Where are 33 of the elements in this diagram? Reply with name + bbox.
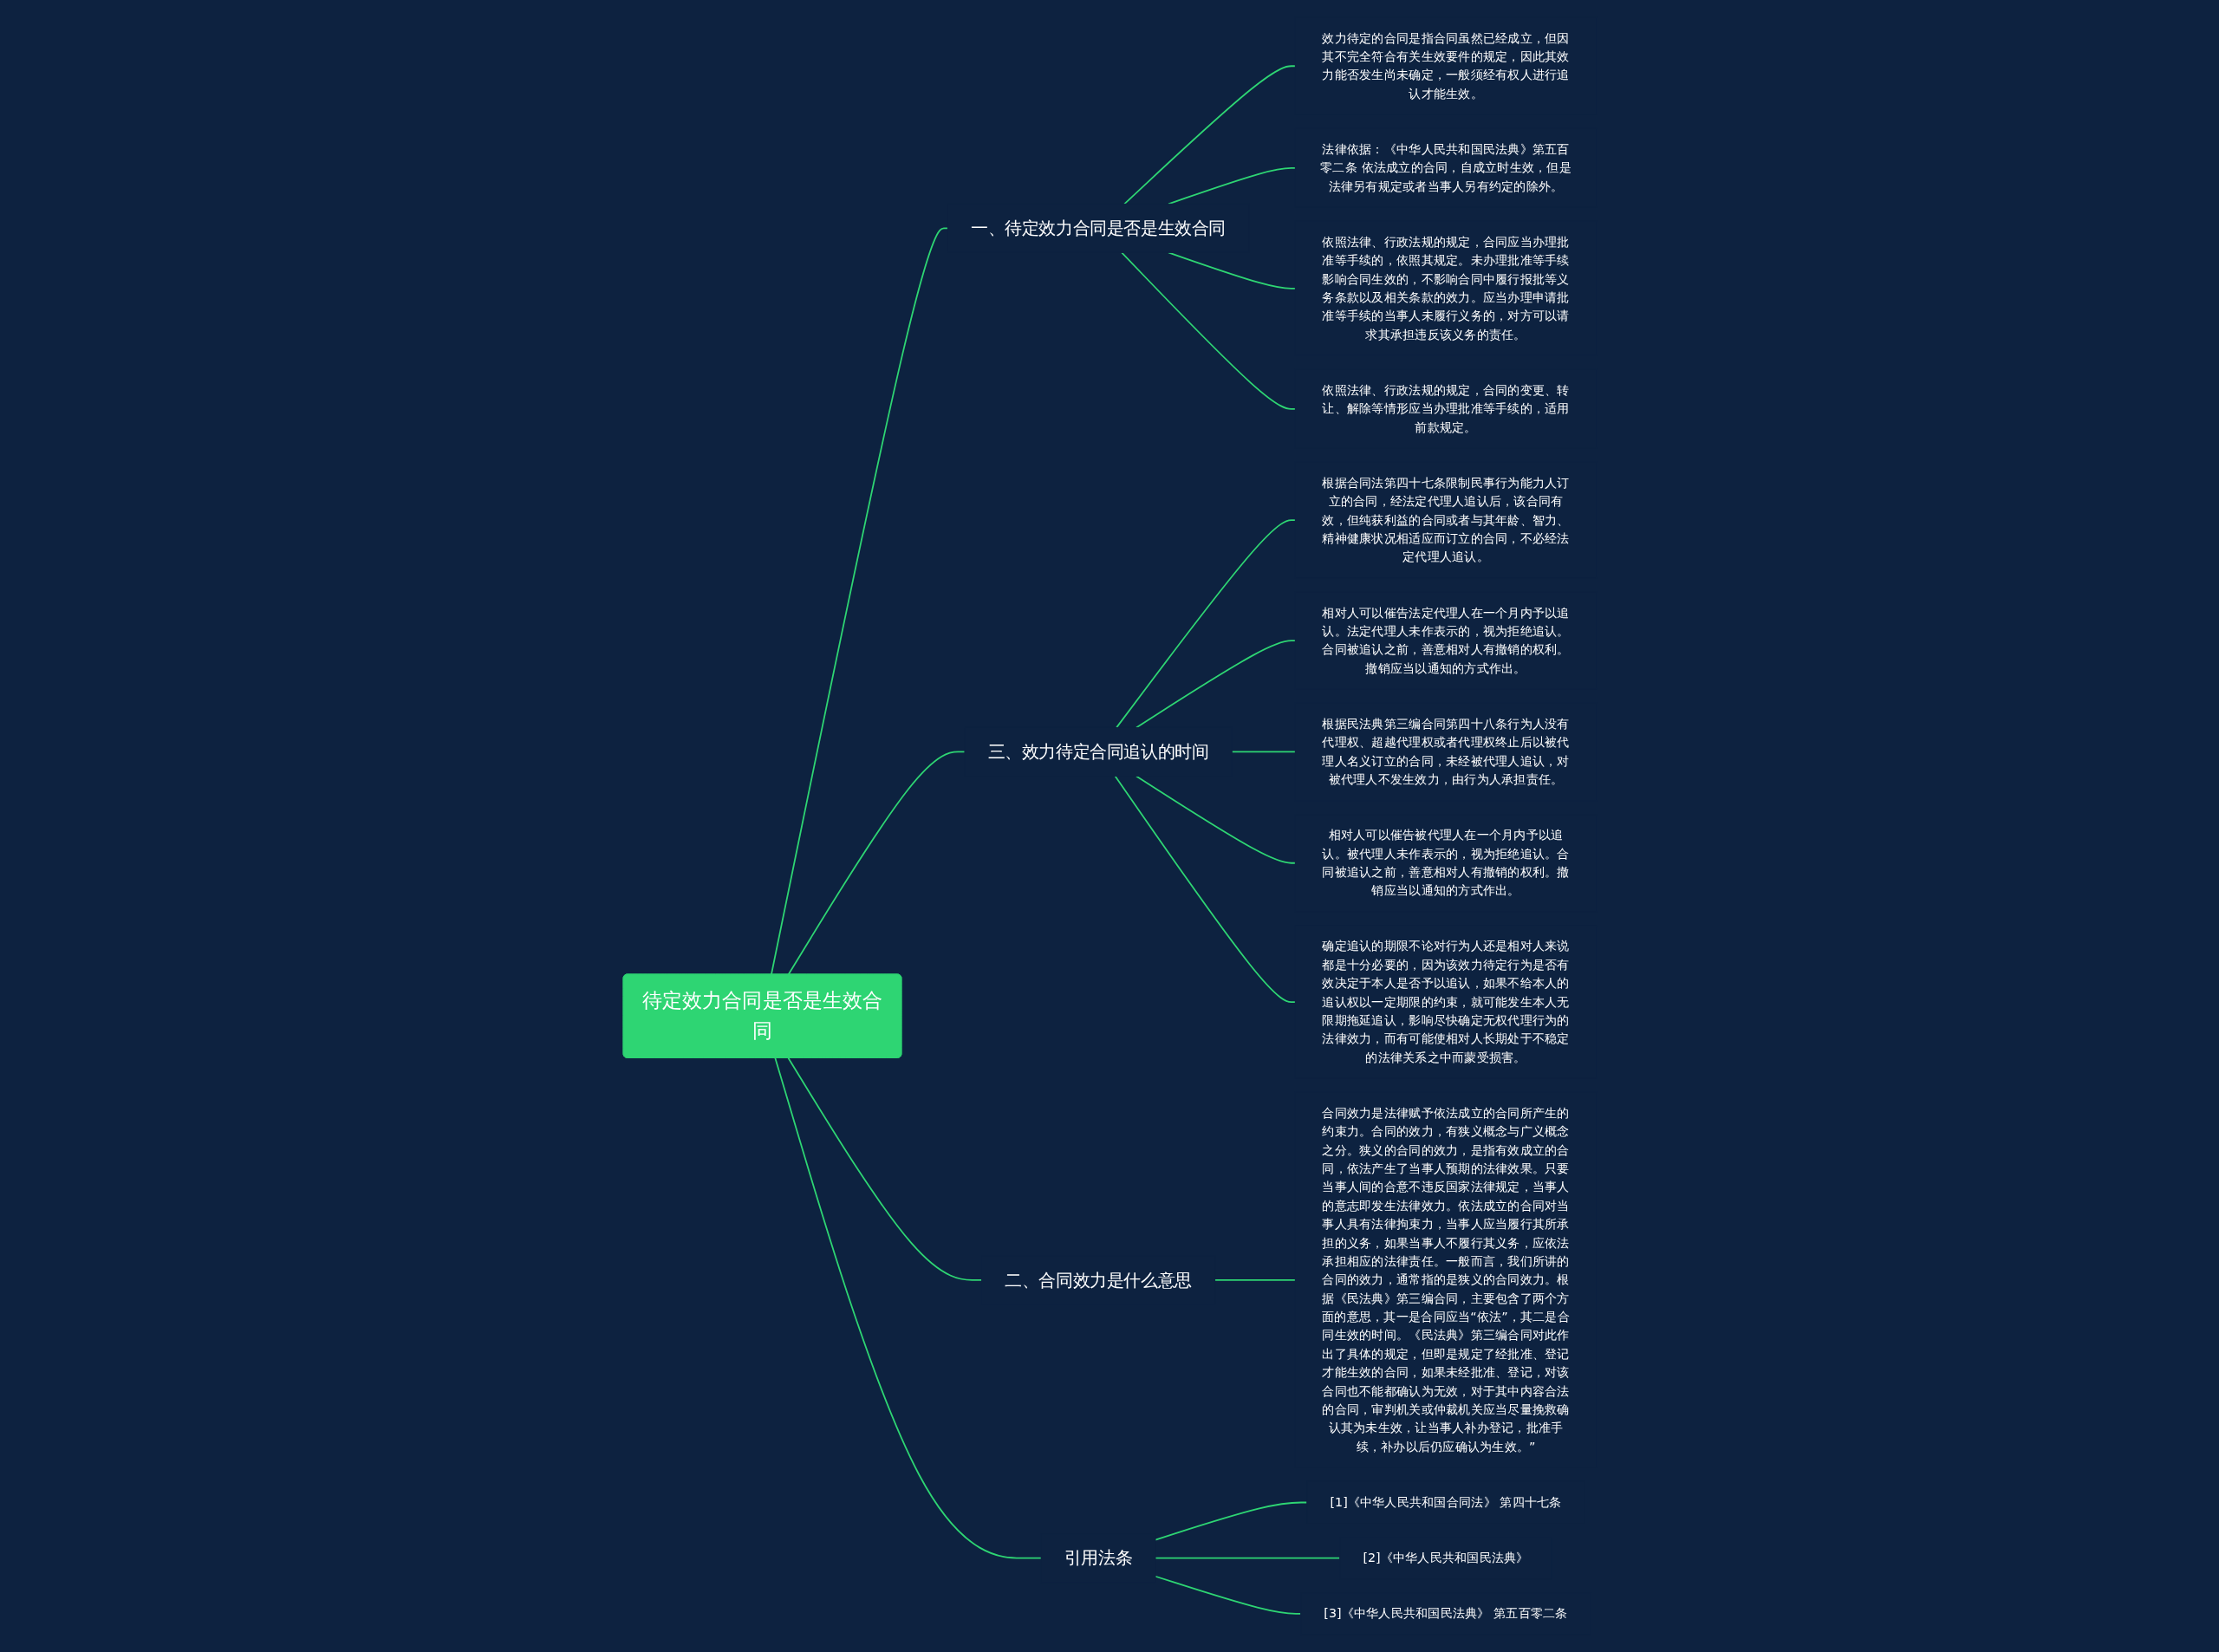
connector [770,227,948,976]
node-text: 依照法律、行政法规的规定，合同的变更、转让、解除等情形应当办理批准等手续的，适用前款规定。 [1322,382,1570,435]
connector [1154,1501,1308,1541]
node-text: 确定追认的期限不论对行为人还是相对人来说都是十分必要的，因为该效力待定行为是否有效决定于本人是否予以追认，如果不给本人的追认权以一定期限的约束，就可能发生本人无限期拖延追认，影响尽快确定无权代理行为的法律效力，而有可能使相对人长期处于不稳定的法律关系之中而蒙受损害。 [1322,939,1570,1065]
connector [1115,519,1296,729]
connector [787,751,966,976]
node-text: 相对人可以催告被代理人在一个月内予以追认。被代理人未作表示的，视为拒绝追认。合同被追认之前，善意相对人有撤销的权利。撤销应当以通知的方式作出。 [1322,827,1570,898]
connector [1114,775,1296,1004]
connector [1154,1575,1302,1615]
node-text: 合同效力是法律赋予依法成立的合同所产生的约束力。合同的效力，有狭义概念与广义概念之分。狭义的合同的效力，是指有效成立的合同，依法产生了当事人预期的法律效果。只要当事人间的合意不违反国家法律规定，当事人的意志即发生法律效力。依法成立的合同对当事人具有法律拘束力，当事人应当履行其所承担的义务，如果当事人不履行其义务，应依法承担相应的法律责任。一般而言，我们所讲的合同的效力，通常指的是狭义的合同效力。根据《民法典》第三编合同，主要包含了两个方面的意思，其一是合同应当“依法”，其二是合同生效的时间。《民法典》第三编合同对此作出了具体的规定，但即是规定了经批准、登记才能生效的合同，如果未经批准、登记，对该合同也不能都确认为无效，对于其中内容合法的合同，审判机关或仲裁机关应当尽量挽救确认其为未生效，让当事人补办登记，批准手续，补办以后仍应确认为生效。” [1321,1105,1570,1454]
node-text: [3]《中华人民共和国民法典》 第五百零二条 [1323,1605,1568,1621]
connector [1167,167,1296,205]
connector [1154,1557,1341,1559]
node-text: 三、效力待定合同追认的时间 [987,742,1209,762]
node-text: 一、待定效力合同是否是生效合同 [970,218,1226,238]
node-text: [1]《中华人民共和国合同法》 第四十七条 [1330,1494,1562,1510]
connector [1135,775,1296,864]
node-text: 引用法条 [1064,1548,1132,1568]
node-text: [2]《中华人民共和国民法典》 [1362,1550,1529,1565]
node-text: 二、合同效力是什么意思 [1004,1270,1192,1291]
connector [1230,751,1296,753]
node-text: 根据民法典第三编合同第四十八条行为人没有代理权、超越代理权或者代理权终止后以被代理人名义订立的合同，未经被代理人追认，对被代理人不发生效力，由行为人承担责任。 [1322,716,1570,787]
connector [1214,1279,1296,1281]
node-text: 效力待定的合同是指合同虽然已经成立，但因其不完全符合有关生效要件的规定，因此其效力能否发生尚未确定，一般须经有权人进行追认才能生效。 [1322,30,1570,101]
connector [1120,251,1296,410]
connector [1123,65,1296,205]
node-text: 相对人可以催告法定代理人在一个月内予以追认。法定代理人未作表示的，视为拒绝追认。合同被追认之前，善意相对人有撤销的权利。撤销应当以通知的方式作出。 [1322,605,1570,676]
connector [1135,640,1296,729]
node-text: 法律依据：《中华人民共和国民法典》第五百零二条 依法成立的合同，自成立时生效，但是法律另有规定或者当事人另有约定的除外。 [1319,141,1572,194]
node-text: 依照法律、行政法规的规定，合同应当办理批准等手续的，依照其规定。未办理批准等手续影响合同生效的，不影响合同中履行报批等义务条款以及相关条款的效力。应当办理申请批准等手续的当事人未履行义务的，对方可以请求其承担违反该义务的责任。 [1322,234,1570,342]
connector [787,1057,982,1281]
connector [774,1057,1042,1559]
node-text: 根据合同法第四十七条限制民事行为能力人订立的合同，经法定代理人追认后，该合同有效，但纯获利益的合同或者与其年龄、智力、精神健康状况相适应而订立的合同，不必经法定代理人追认。 [1322,475,1570,564]
